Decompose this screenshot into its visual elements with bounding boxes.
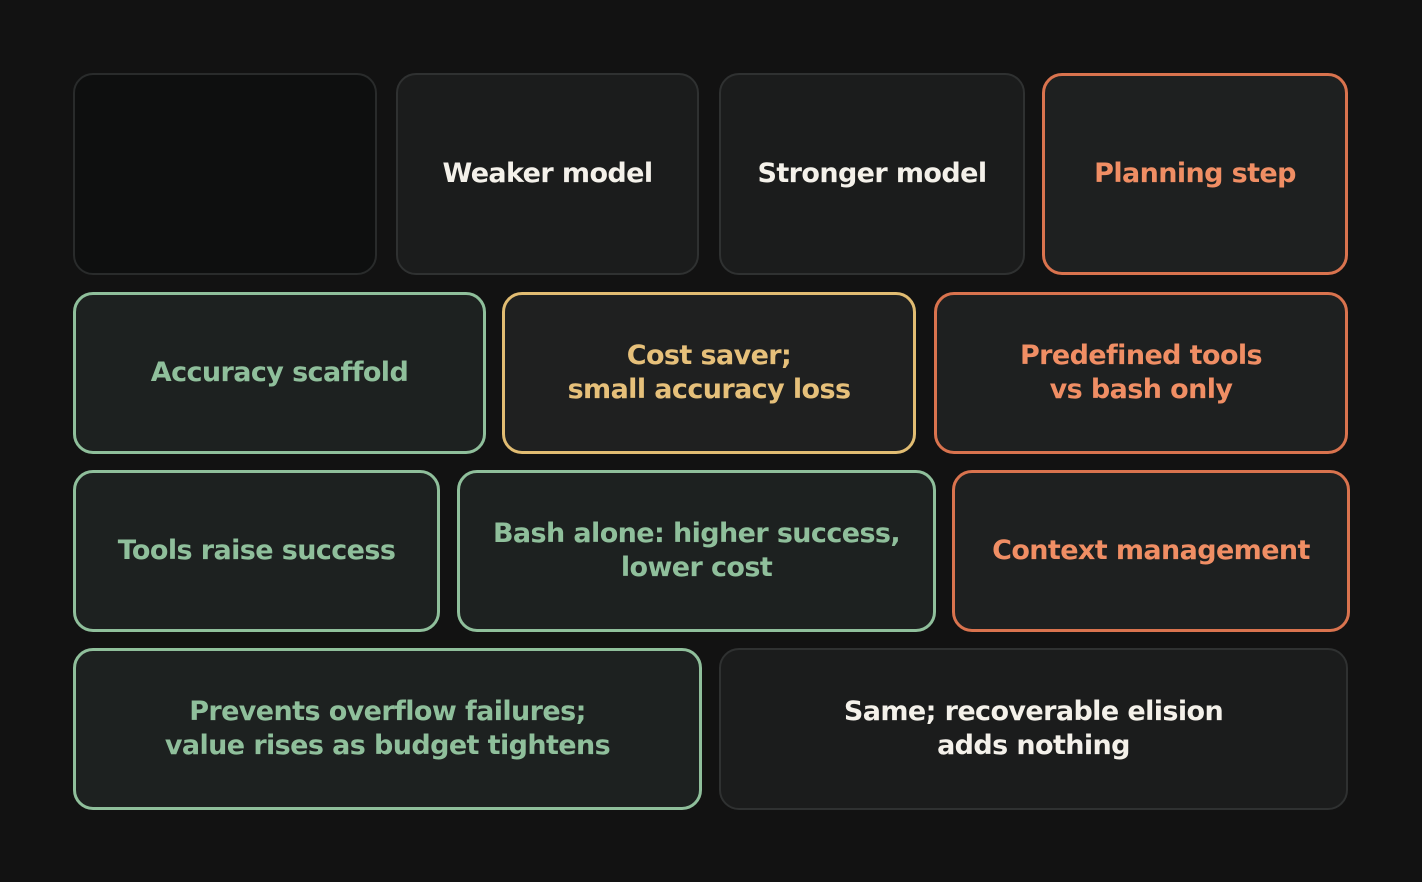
stronger-predefined-tools-result: Bash alone: higher success, lower cost <box>457 470 936 632</box>
stronger-context-management-result: Same; recoverable elision adds nothing <box>719 648 1348 810</box>
stronger-planning-step-result: Cost saver; small accuracy loss <box>502 292 916 454</box>
empty-corner-cell <box>73 73 377 275</box>
header-weaker-model: Weaker model <box>396 73 699 275</box>
row-label-planning-step: Planning step <box>1042 73 1348 275</box>
weaker-planning-step-result: Accuracy scaffold <box>73 292 486 454</box>
row-label-predefined-tools: Predefined tools vs bash only <box>934 292 1348 454</box>
weaker-predefined-tools-result: Tools raise success <box>73 470 440 632</box>
row-label-context-management: Context management <box>952 470 1350 632</box>
header-stronger-model: Stronger model <box>719 73 1025 275</box>
weaker-context-management-result: Prevents overflow failures; value rises … <box>73 648 702 810</box>
